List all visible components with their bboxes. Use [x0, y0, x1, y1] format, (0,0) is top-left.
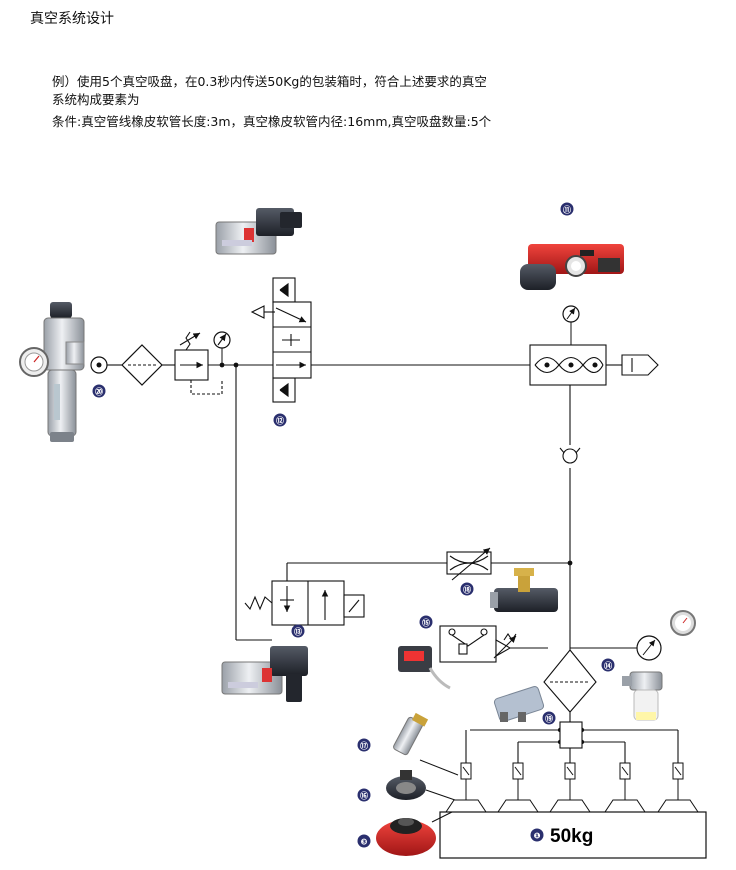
badge-20: ⑳: [95, 387, 103, 397]
filter-symbol: [121, 344, 163, 386]
description-line-3: 条件:真空管线橡皮软管长度:3m，真空橡皮软管内径:16mm,真空吸盘数量:5个: [52, 114, 492, 129]
silencer-symbol: [621, 354, 659, 376]
leader-lines: [419, 759, 459, 823]
badge-19: ⑲: [545, 714, 553, 724]
vacuum-filter-symbol: [543, 649, 597, 713]
red-suction-cup-photo: [376, 818, 436, 856]
badge-12: ⑫: [276, 416, 284, 426]
badge-3: ❸: [361, 838, 368, 847]
ejector-photo: [520, 244, 624, 290]
suction-cup-branch-5: [657, 762, 699, 813]
badge-13: ⑬: [294, 627, 302, 637]
solenoid-valve-photo-bottom: [221, 646, 308, 702]
badge-17: ⑰: [360, 741, 368, 751]
vacuum-gauge-icon: [636, 635, 662, 661]
badge-18: ⑱: [463, 585, 471, 595]
description-line-1: 例）使用5个真空吸盘，在0.3秒内传送50Kg的包装箱时，符合上述要求的真空: [52, 74, 487, 89]
ejector-symbol: [529, 344, 622, 386]
manifold-symbol: [559, 721, 583, 749]
cup-adapter-photo: [386, 770, 426, 800]
vacuum-switch-photo: [398, 646, 451, 690]
badge-16: ⑯: [360, 791, 368, 801]
vacuum-gauge-photo: [670, 610, 696, 636]
suction-cup-branch-4: [604, 762, 646, 813]
main-valve-symbol: [250, 277, 312, 403]
regulator-symbol: [174, 331, 223, 395]
flow-control-symbol: [446, 547, 492, 581]
release-valve-symbol: [244, 580, 365, 626]
load-box: ❶ 50kg: [439, 811, 707, 859]
badge-11: ⑪: [563, 205, 571, 215]
badge-15: ⑮: [422, 618, 430, 628]
pipe-lines: [107, 364, 679, 763]
flow-control-photo: [490, 568, 558, 612]
suction-cup-branch-2: [497, 762, 539, 813]
check-valve-symbol: [559, 447, 581, 464]
vacuum-filter-photo: [622, 671, 663, 721]
solenoid-valve-photo-top: [215, 208, 302, 255]
load-label: 50kg: [550, 826, 593, 847]
pressure-gauge-icon: [213, 331, 231, 365]
description-line-2: 系统构成要素为: [52, 92, 140, 107]
badge-14: ⑭: [604, 661, 612, 671]
ejector-gauge-icon: [562, 305, 580, 345]
suction-cup-branch-3: [549, 762, 591, 813]
manifold-photo: [493, 686, 545, 722]
vacuum-switch-symbol: [439, 625, 517, 663]
filter-regulator-photo: [19, 302, 85, 442]
number-badges: ⑳ ⑫ ⑪ ⑬ ⑱ ⑮ ⑭ ⑲ ⑰ ⑯ ❸: [92, 202, 615, 848]
air-source-symbol: [90, 356, 108, 374]
load-badge: ❶: [534, 832, 541, 841]
buffer-photo: [393, 712, 429, 756]
page-title: 真空系统设计: [30, 11, 114, 27]
suction-cup-branch-1: [445, 762, 487, 813]
